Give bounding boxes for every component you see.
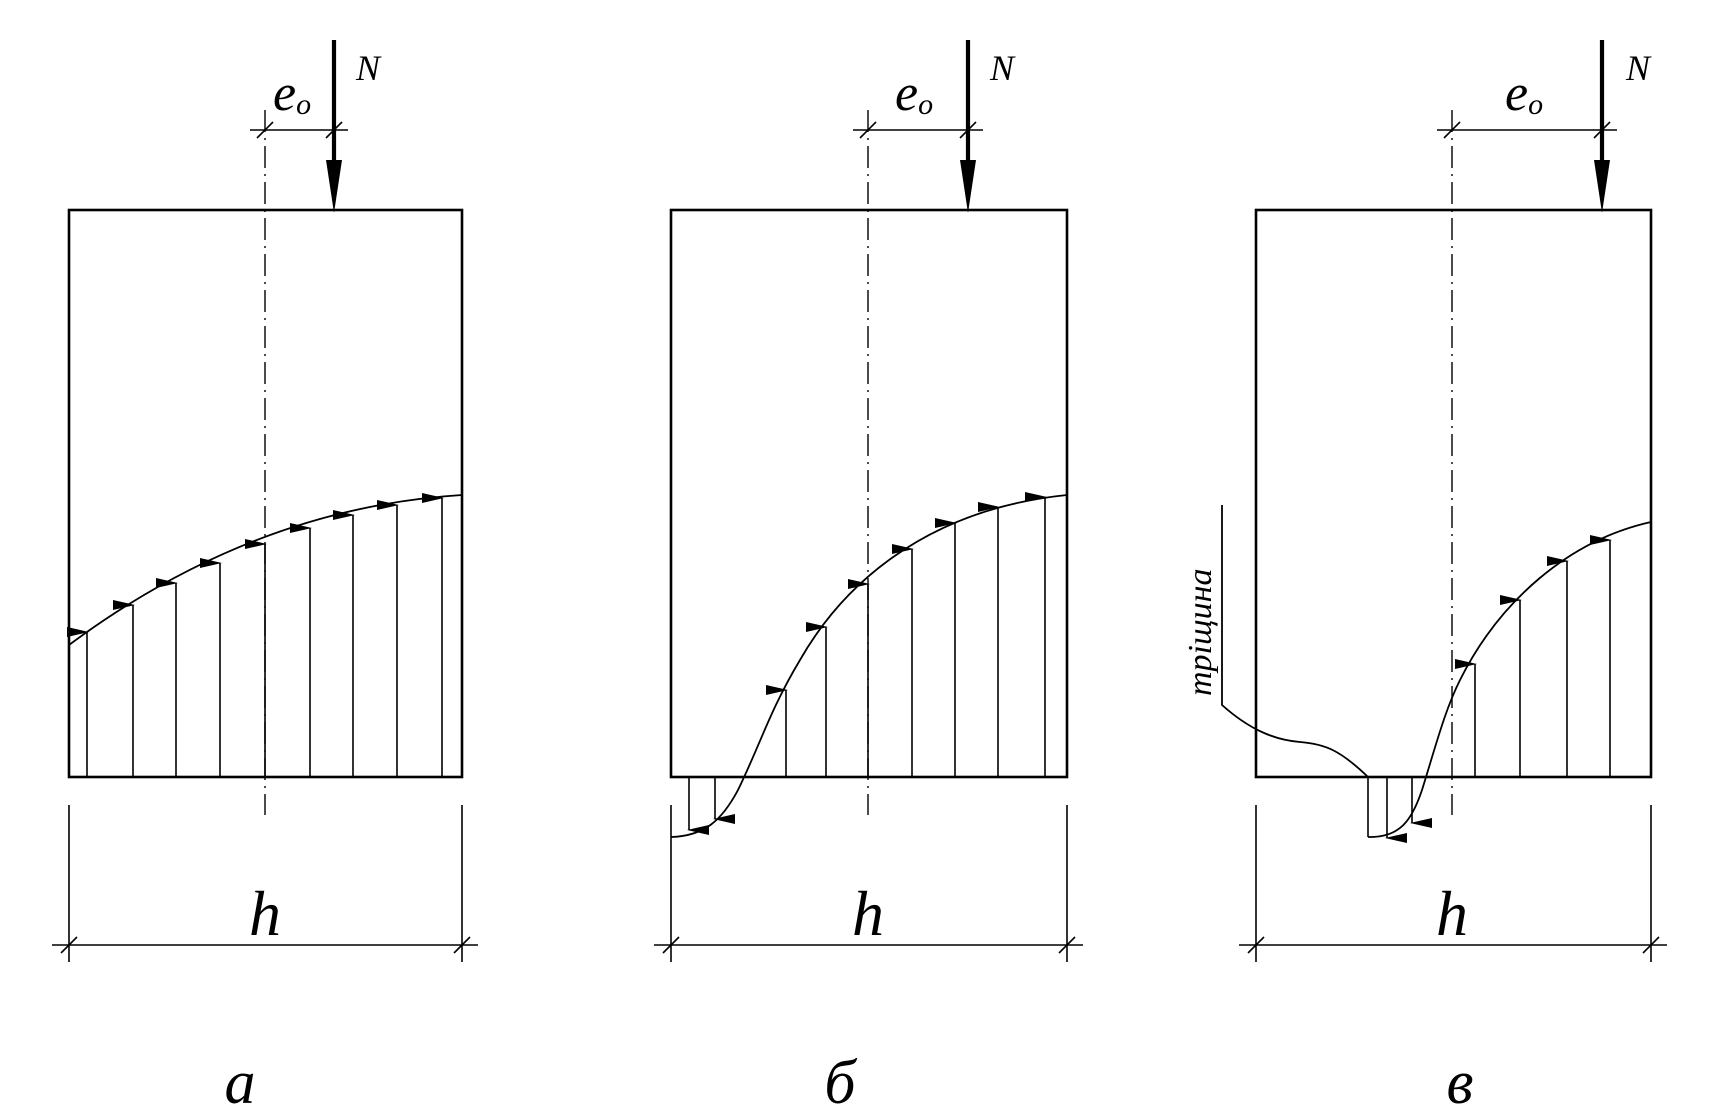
eccentricity-tick <box>1443 121 1461 139</box>
crack-line <box>1221 505 1369 778</box>
force-label: N <box>355 48 382 88</box>
force-arrowhead <box>326 160 342 213</box>
dimension-tick <box>453 936 471 954</box>
dimension-label: h <box>249 878 281 949</box>
dimension-tick <box>1642 936 1660 954</box>
force-arrowhead <box>960 160 976 213</box>
panel-caption: а <box>225 1049 256 1115</box>
force-label: N <box>989 48 1016 88</box>
eccentricity-label: eo <box>273 65 311 122</box>
eccentricity-tick <box>325 121 343 139</box>
eccentricity-tick <box>256 121 274 139</box>
dimension-tick <box>662 936 680 954</box>
eccentricity-label: eo <box>1505 65 1543 122</box>
panel-v: N eo тріщина h в <box>1182 40 1667 1115</box>
panel-b: N eo h б <box>654 40 1083 1115</box>
compression-arrows <box>766 492 1047 777</box>
section-outline <box>669 208 1069 779</box>
tension-arrows <box>1385 777 1432 843</box>
eccentricity-label: eo <box>895 65 933 122</box>
compression-arrows <box>1455 535 1612 777</box>
crack-label: тріщина <box>1182 568 1219 696</box>
eccentricity-tick <box>1593 121 1611 139</box>
dimension-tick <box>1247 936 1265 954</box>
panel-caption: в <box>1447 1049 1474 1115</box>
stress-curve <box>1367 521 1652 838</box>
eccentricity-tick <box>859 121 877 139</box>
tension-arrows <box>687 777 735 835</box>
dimension-label: h <box>1436 878 1468 949</box>
force-label: N <box>1625 48 1652 88</box>
eccentricity-tick <box>959 121 977 139</box>
compression-arrows <box>67 493 444 777</box>
stress-curve <box>670 494 1068 838</box>
panel-a: N eo h а <box>52 40 478 1115</box>
section-outline <box>1254 208 1653 779</box>
dimension-tick <box>60 936 78 954</box>
panel-caption: б <box>824 1049 857 1115</box>
force-arrowhead <box>1594 160 1610 213</box>
dimension-label: h <box>852 878 884 949</box>
dimension-tick <box>1058 936 1076 954</box>
